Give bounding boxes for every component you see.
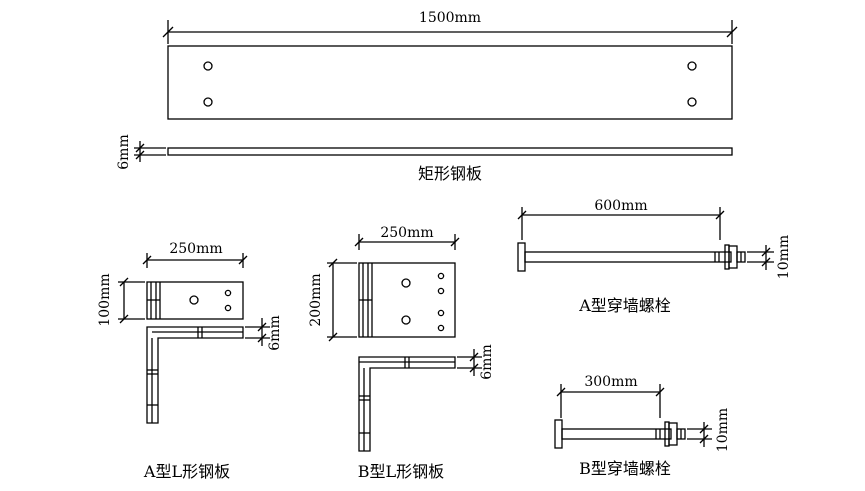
b-lplate-thickness-label: 6mm — [479, 344, 495, 379]
b-lplate-caption: B型L形钢板 — [358, 462, 444, 481]
b-lplate-width-label: 250mm — [380, 225, 433, 241]
a-lplate-height-dimension: 100mm — [97, 273, 145, 327]
plate-hole — [224, 304, 232, 312]
b-bolt-length-dimension: 300mm — [556, 374, 665, 418]
rect-plate-side-view — [167, 147, 733, 156]
plate-hole — [401, 315, 411, 325]
rect-plate-thickness-dimension: 6mm — [116, 134, 166, 170]
plate-hole — [687, 61, 697, 71]
b-lplate: 250mm 200mm — [308, 225, 495, 481]
rect-plate-length-label: 1500mm — [419, 10, 481, 26]
plate-hole — [401, 278, 411, 288]
plate-hole — [203, 61, 213, 71]
b-bolt-shank — [561, 428, 672, 440]
a-lplate-height-label: 100mm — [97, 273, 113, 326]
b-lplate-width-dimension: 250mm — [354, 225, 460, 250]
b-bolt-nut — [668, 422, 678, 446]
a-lplate-thickness-dimension: 6mm — [245, 315, 283, 351]
rect-plate-top-view — [167, 45, 733, 120]
b-lplate-height-dimension: 200mm — [308, 258, 357, 342]
b-bolt-diameter-label: 10mm — [715, 408, 731, 452]
a-bolt-head — [517, 242, 526, 272]
b-bolt-head — [554, 419, 563, 449]
b-bolt: 300mm 10mm B型穿墙螺栓 — [554, 374, 731, 478]
b-bolt-caption: B型穿墙螺栓 — [579, 459, 671, 478]
plate-hole — [437, 324, 445, 332]
plate-hole — [224, 289, 232, 297]
rect-plate: 1500mm 6mm 矩形钢板 — [116, 10, 738, 183]
a-lplate-thickness-label: 6mm — [267, 315, 283, 350]
plate-hole — [189, 295, 199, 305]
a-bolt-length-label: 600mm — [594, 198, 647, 214]
plate-hole — [437, 309, 445, 317]
a-bolt-caption: A型穿墙螺栓 — [578, 296, 671, 315]
plate-hole — [437, 287, 445, 295]
a-bolt-diameter-dimension: 10mm — [747, 235, 792, 279]
plate-hole — [437, 272, 445, 280]
b-lplate-thickness-dimension: 6mm — [457, 344, 495, 380]
a-bolt-length-dimension: 600mm — [517, 198, 725, 240]
a-lplate-front-view — [146, 281, 244, 320]
a-bolt-shank — [524, 251, 732, 263]
a-lplate-width-dimension: 250mm — [142, 241, 248, 268]
a-lplate: 250mm 100mm 6mm — [97, 241, 283, 481]
plate-hole — [687, 97, 697, 107]
rect-plate-caption: 矩形钢板 — [418, 164, 482, 183]
plate-hole — [203, 97, 213, 107]
b-bolt-diameter-dimension: 10mm — [687, 408, 731, 452]
a-bolt: 600mm 10mm A型穿墙螺栓 — [517, 198, 792, 315]
b-lplate-height-label: 200mm — [308, 273, 324, 326]
b-bolt-length-label: 300mm — [584, 374, 637, 390]
a-lplate-side-view — [146, 326, 244, 424]
b-lplate-side-view — [358, 356, 456, 452]
rect-plate-length-dimension: 1500mm — [162, 10, 738, 44]
a-lplate-width-label: 250mm — [169, 241, 222, 257]
a-lplate-caption: A型L形钢板 — [143, 462, 230, 481]
a-bolt-nut — [728, 245, 738, 269]
a-bolt-diameter-label: 10mm — [776, 235, 792, 279]
rect-plate-thickness-label: 6mm — [116, 134, 132, 169]
